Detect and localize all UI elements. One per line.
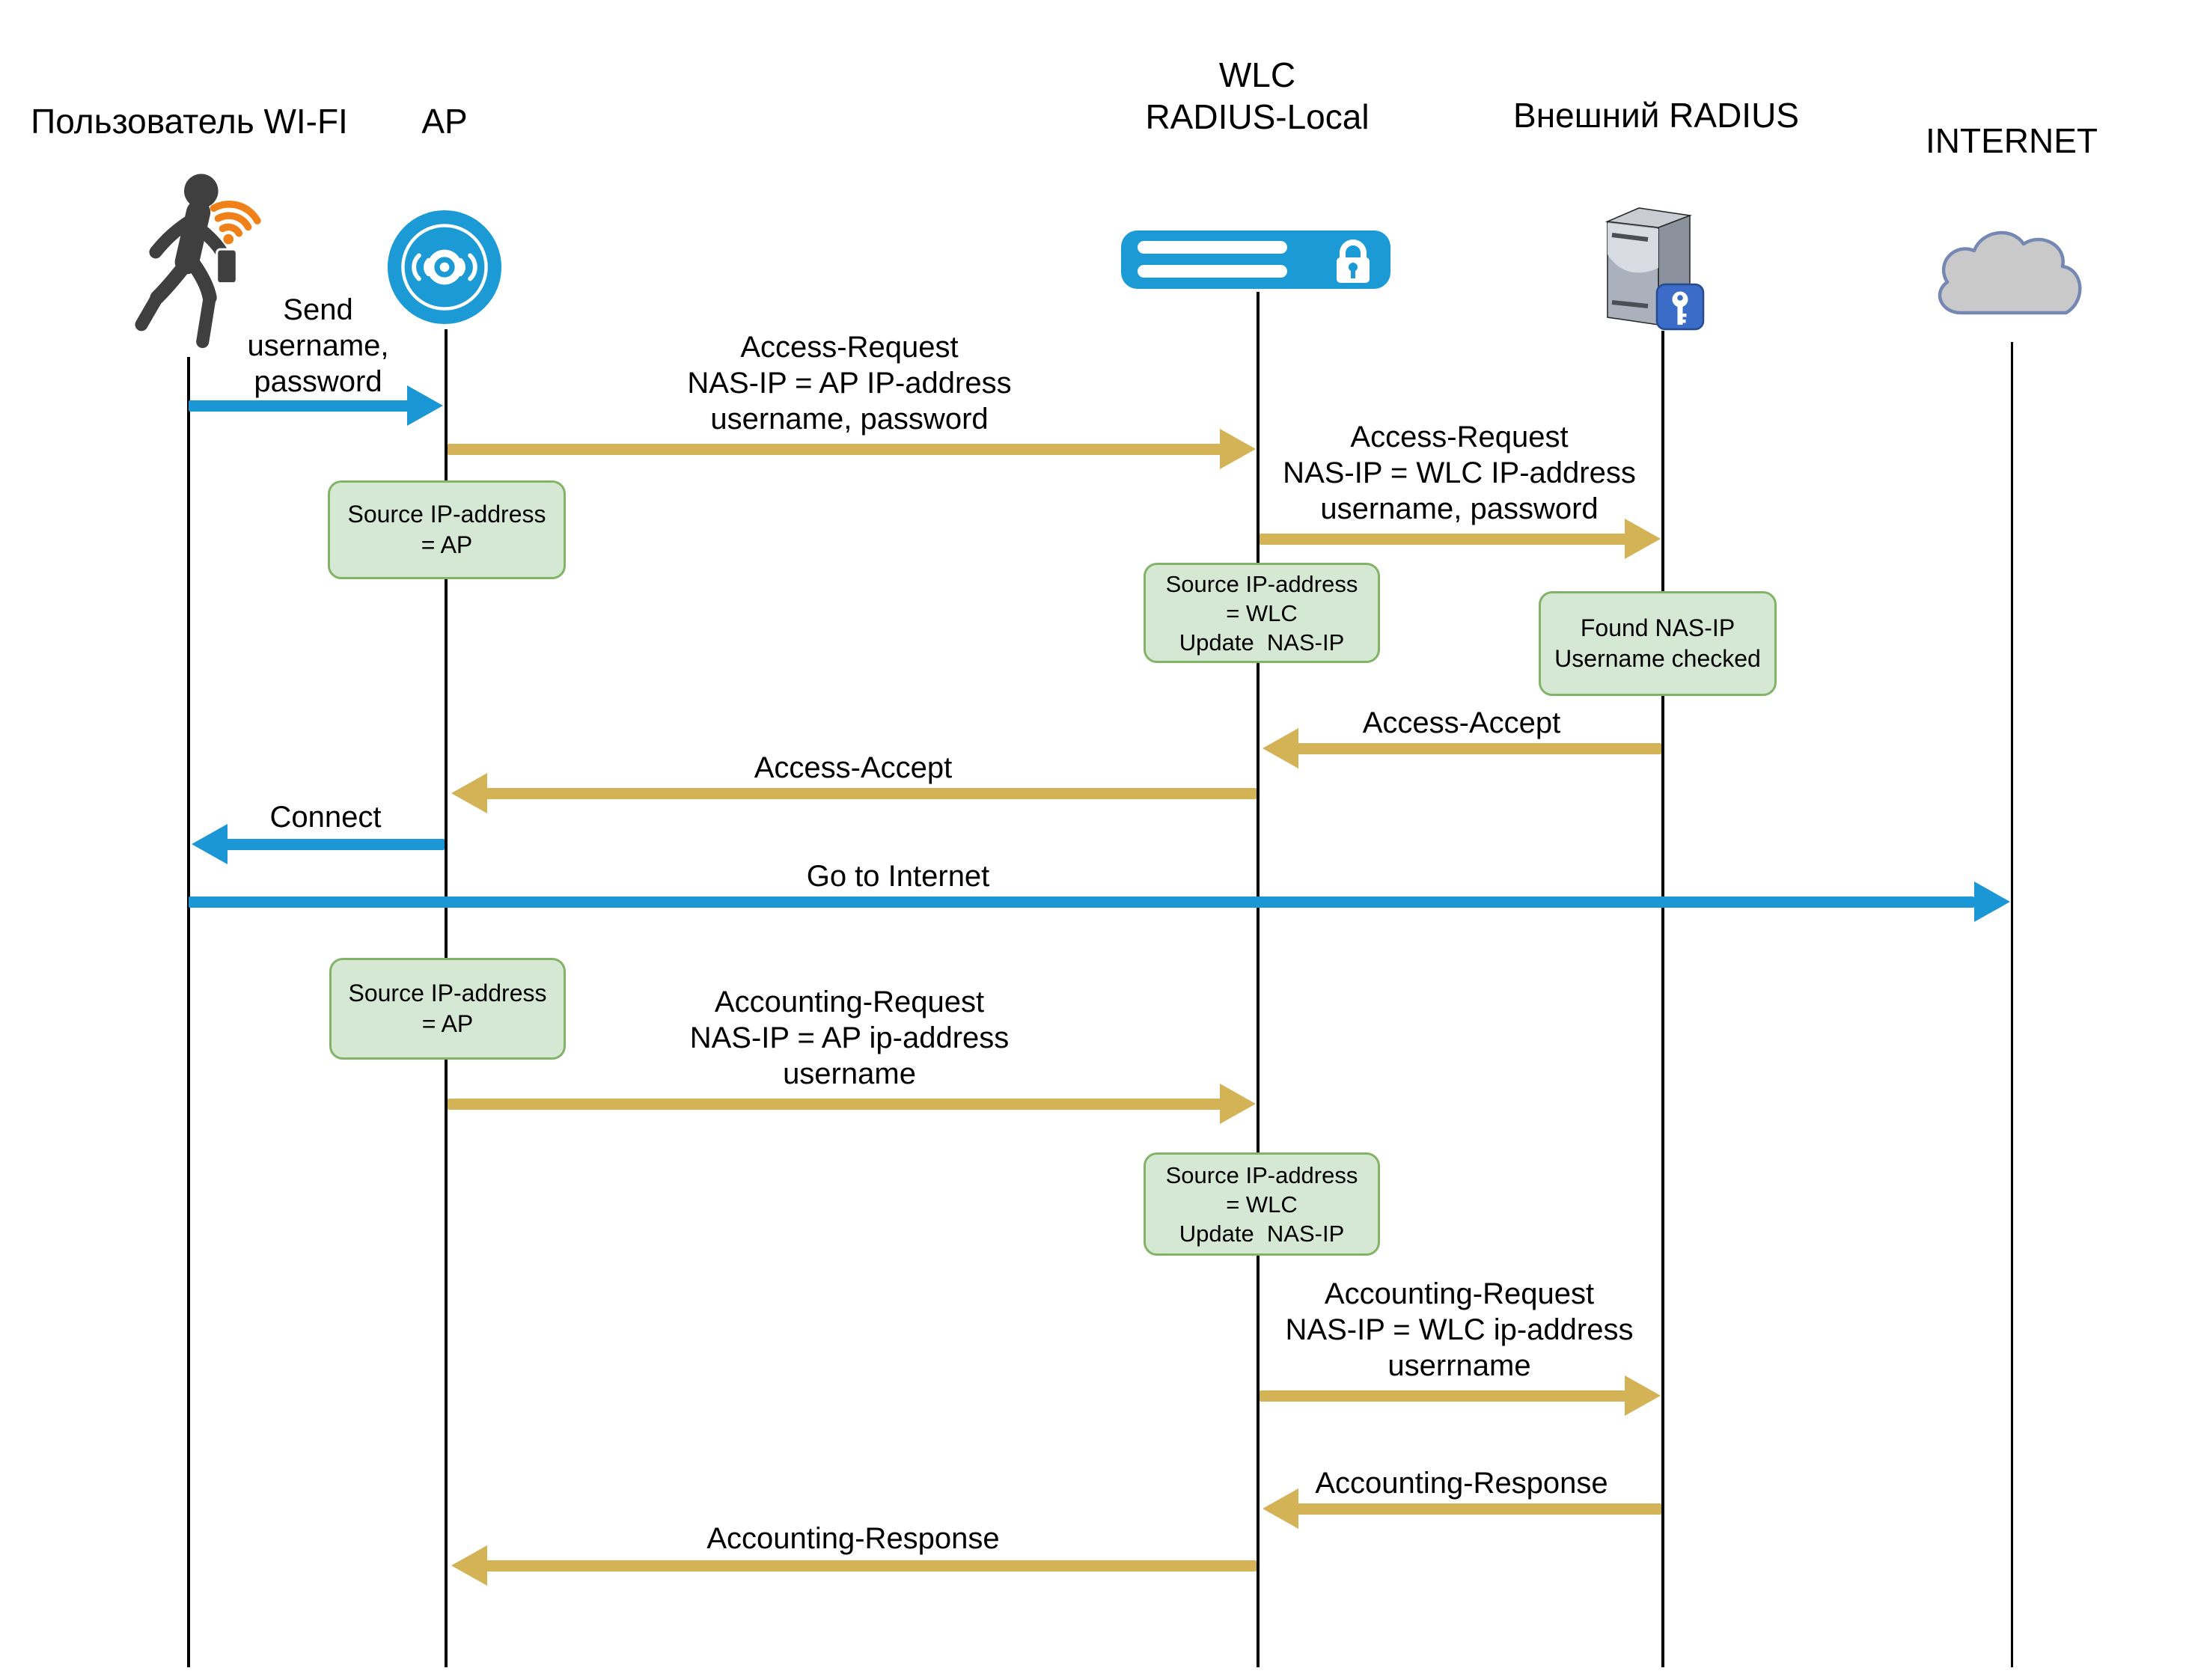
note-line: Update NAS-IP (1179, 629, 1345, 656)
note-line: Found NAS-IP (1580, 614, 1735, 641)
actor-label-internet: INTERNET (1926, 121, 2098, 160)
wifi-signal-icon (210, 201, 261, 245)
label-line: Send (283, 293, 353, 326)
note-line: = AP (421, 531, 473, 558)
note-line: Username checked (1554, 645, 1761, 672)
note-line: = AP (421, 1010, 474, 1037)
message-label-send-credentials: Send username, password (248, 292, 389, 400)
note-line: = WLC (1226, 1191, 1298, 1218)
connect-arrowhead (192, 824, 228, 864)
label-line: Accounting-Request (1324, 1277, 1595, 1310)
label-line: username, (247, 329, 389, 362)
label-line: password (254, 365, 382, 398)
phone-icon (216, 248, 238, 285)
label-line: Access-Request (1350, 421, 1569, 453)
actor-label-wlc: WLC RADIUS-Local (1145, 54, 1369, 138)
wifi-user-icon (135, 174, 261, 349)
message-label-go-to-internet: Go to Internet (807, 858, 990, 894)
lifeline-internet (2011, 342, 2013, 1667)
label-line: Connect (269, 801, 382, 834)
label-line: username (783, 1057, 916, 1090)
label-line: Accounting-Request (714, 986, 985, 1018)
access-point-icon (387, 210, 502, 325)
label-line: Access-Accept (754, 751, 953, 784)
message-label-accounting-request-ap: Accounting-Request NAS-IP = AP ip-addres… (690, 984, 1010, 1092)
accounting-request-wlc-arrowhead (1625, 1375, 1661, 1416)
label-line: NAS-IP = WLC IP-address (1283, 456, 1636, 489)
lock-icon (1337, 239, 1370, 283)
label-line: Go to Internet (806, 860, 990, 893)
key-badge-icon (1655, 283, 1705, 331)
access-request-wlc-arrow (1260, 534, 1628, 545)
access-request-ap-arrow (448, 444, 1223, 455)
send-credentials-arrow (189, 400, 410, 412)
lifeline-external-radius (1661, 331, 1664, 1667)
message-label-access-request-ap: Access-Request NAS-IP = AP IP-address us… (687, 329, 1011, 437)
label-line: Access-Request (740, 331, 959, 364)
label-line: username, password (710, 403, 989, 436)
message-label-accounting-response-radius: Accounting-Response (1315, 1465, 1608, 1501)
actor-label-wifi-user: Пользователь WI-FI (31, 102, 348, 141)
message-label-access-accept-radius: Access-Accept (1363, 705, 1561, 741)
label-line: username, password (1320, 492, 1599, 525)
accounting-response-radius-arrowhead (1263, 1488, 1298, 1529)
note-line: Source IP-address (347, 501, 546, 528)
accounting-response-radius-arrow (1297, 1503, 1661, 1515)
label-line: NAS-IP = AP IP-address (687, 367, 1012, 400)
access-accept-radius-arrowhead (1263, 728, 1298, 769)
label-line: userrname (1387, 1349, 1531, 1382)
note-line: Source IP-address (1165, 570, 1358, 597)
note-source-ip-wlc-1: Source IP-address = WLC Update NAS-IP (1144, 563, 1380, 663)
note-source-ip-wlc-2: Source IP-address = WLC Update NAS-IP (1144, 1152, 1380, 1256)
wlc-icon (1121, 230, 1390, 289)
actor-label-wlc-line1: WLC (1218, 55, 1296, 94)
accounting-request-wlc-arrow (1260, 1390, 1628, 1402)
accounting-response-wlc-arrow (486, 1560, 1257, 1571)
go-to-internet-arrowhead (1974, 882, 2010, 922)
note-line: = WLC (1226, 599, 1298, 626)
note-source-ip-ap-1: Source IP-address = AP (328, 480, 566, 579)
access-request-wlc-arrowhead (1625, 519, 1661, 559)
note-source-ip-ap-2: Source IP-address = AP (329, 958, 566, 1060)
access-request-ap-arrowhead (1220, 429, 1256, 469)
message-label-accounting-request-wlc: Accounting-Request NAS-IP = WLC ip-addre… (1286, 1276, 1634, 1384)
message-label-access-accept-wlc: Access-Accept (754, 750, 953, 786)
lifeline-wifi-user (187, 357, 190, 1667)
note-line: Source IP-address (1165, 1161, 1358, 1188)
connect-arrow (226, 839, 445, 850)
message-label-connect: Connect (270, 799, 382, 835)
actor-label-wlc-line2: RADIUS-Local (1145, 97, 1370, 136)
access-accept-wlc-arrowhead (451, 773, 487, 813)
message-label-accounting-response-wlc: Accounting-Response (706, 1521, 999, 1557)
label-line: Accounting-Response (1315, 1467, 1608, 1500)
access-accept-wlc-arrow (486, 788, 1257, 799)
label-line: NAS-IP = AP ip-address (689, 1021, 1010, 1054)
send-credentials-arrowhead (407, 385, 443, 426)
wlc-bar (1138, 241, 1287, 254)
message-label-access-request-wlc: Access-Request NAS-IP = WLC IP-address u… (1283, 419, 1636, 527)
note-found-nas-ip: Found NAS-IP Username checked (1539, 591, 1777, 696)
label-line: NAS-IP = WLC ip-address (1285, 1313, 1634, 1346)
actor-label-ap: AP (421, 102, 468, 141)
accounting-request-ap-arrow (448, 1099, 1223, 1110)
note-line: Update NAS-IP (1179, 1220, 1345, 1247)
label-line: Accounting-Response (706, 1522, 1000, 1555)
go-to-internet-arrow (189, 896, 1974, 908)
accounting-response-wlc-arrowhead (451, 1545, 487, 1586)
actor-label-external-radius: Внешний RADIUS (1513, 96, 1799, 135)
note-line: Source IP-address (348, 980, 547, 1007)
radius-server-icon (1605, 207, 1705, 331)
access-accept-radius-arrow (1297, 743, 1661, 754)
lifeline-wlc (1257, 292, 1260, 1667)
accounting-request-ap-arrowhead (1220, 1084, 1256, 1124)
label-line: Access-Accept (1362, 706, 1561, 739)
internet-cloud-icon (1938, 230, 2082, 315)
wlc-bar (1138, 265, 1287, 278)
